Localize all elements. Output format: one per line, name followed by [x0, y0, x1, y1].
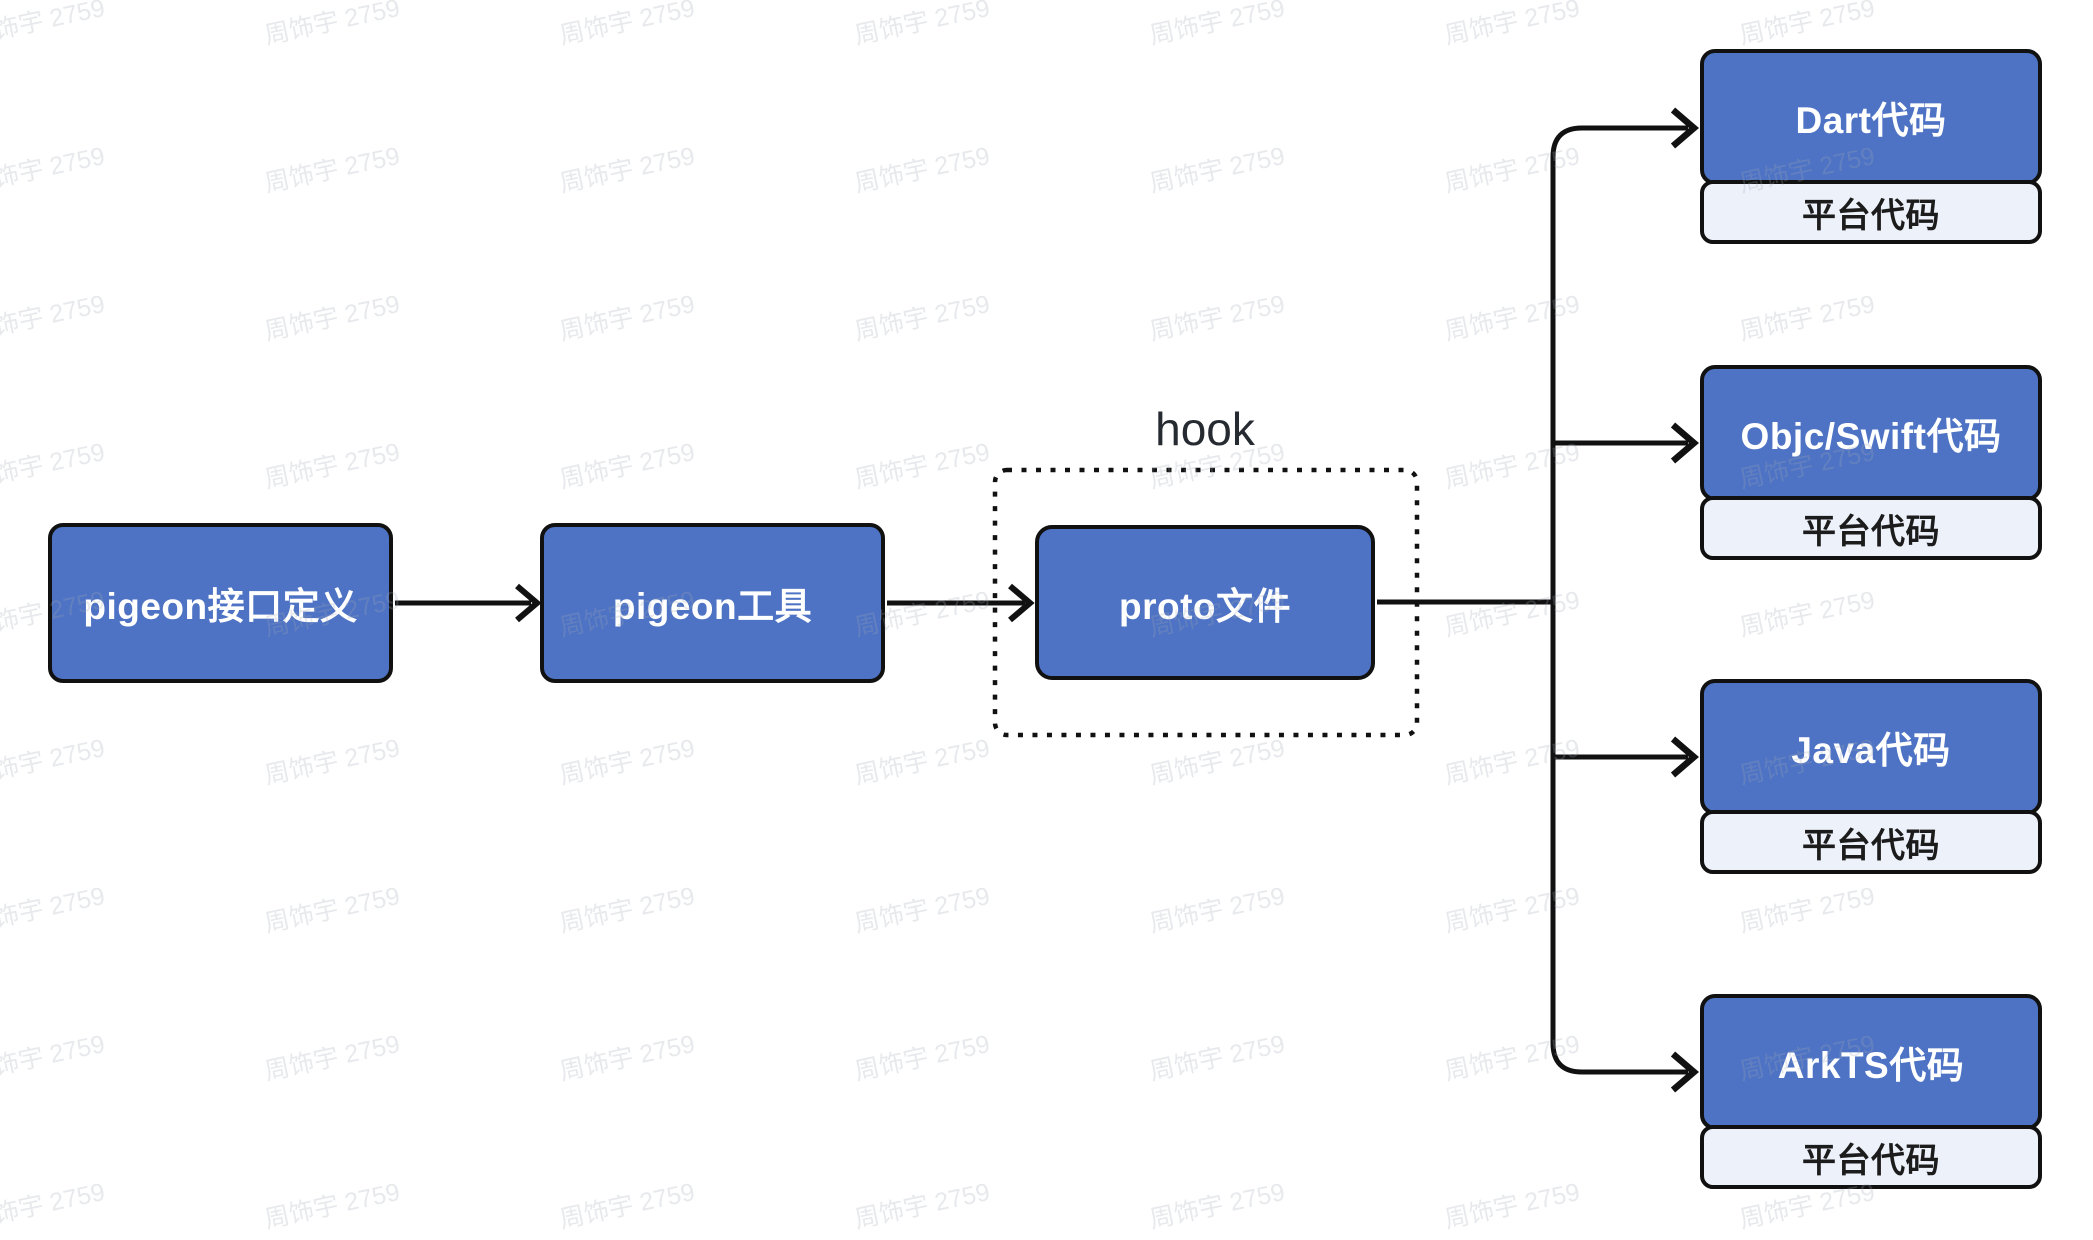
flow-node-pigeon-interface-label: pigeon接口定义 — [83, 586, 358, 627]
arrowhead-interface-to-tool — [515, 583, 542, 623]
target-arkts-platform: 平台代码 — [1700, 1125, 2042, 1189]
target-dart-title: Dart代码 — [1700, 49, 2042, 185]
target-dart-label: Dart代码 — [1795, 100, 1947, 141]
target-box-objc-swift: Objc/Swift代码 平台代码 — [1700, 365, 2042, 560]
trunk-line — [1550, 125, 1688, 1075]
target-dart-platform: 平台代码 — [1700, 180, 2042, 244]
flow-node-proto-file: proto文件 — [1035, 525, 1375, 680]
target-java-label: Java代码 — [1791, 730, 1951, 771]
target-objc-swift-platform-label: 平台代码 — [1802, 512, 1940, 551]
arrowhead-to-arkts — [1670, 1051, 1699, 1093]
arrowhead-tool-to-proto — [1008, 583, 1035, 623]
flow-node-proto-file-label: proto文件 — [1118, 585, 1292, 627]
arrowhead-to-dart — [1670, 107, 1699, 149]
target-objc-swift-title: Objc/Swift代码 — [1700, 365, 2042, 501]
target-java-title: Java代码 — [1700, 679, 2042, 815]
target-dart-platform-label: 平台代码 — [1802, 196, 1940, 235]
arrowhead-to-objc-swift — [1670, 422, 1699, 464]
flow-node-pigeon-tool: pigeon工具 — [540, 523, 885, 683]
target-java-platform: 平台代码 — [1700, 810, 2042, 874]
flow-node-pigeon-tool-label: pigeon工具 — [612, 586, 813, 627]
flow-node-pigeon-interface: pigeon接口定义 — [48, 523, 393, 683]
target-arkts-platform-label: 平台代码 — [1802, 1141, 1940, 1180]
target-box-java: Java代码 平台代码 — [1700, 679, 2042, 874]
target-java-platform-label: 平台代码 — [1802, 826, 1940, 865]
target-arkts-title: ArkTS代码 — [1700, 994, 2042, 1130]
hook-group-label: hook — [1155, 403, 1255, 455]
target-objc-swift-platform: 平台代码 — [1700, 496, 2042, 560]
target-arkts-label: ArkTS代码 — [1777, 1045, 1965, 1086]
target-box-dart: Dart代码 平台代码 — [1700, 49, 2042, 244]
target-objc-swift-label: Objc/Swift代码 — [1740, 416, 2002, 457]
target-box-arkts: ArkTS代码 平台代码 — [1700, 994, 2042, 1189]
arrowhead-to-java — [1670, 736, 1699, 778]
